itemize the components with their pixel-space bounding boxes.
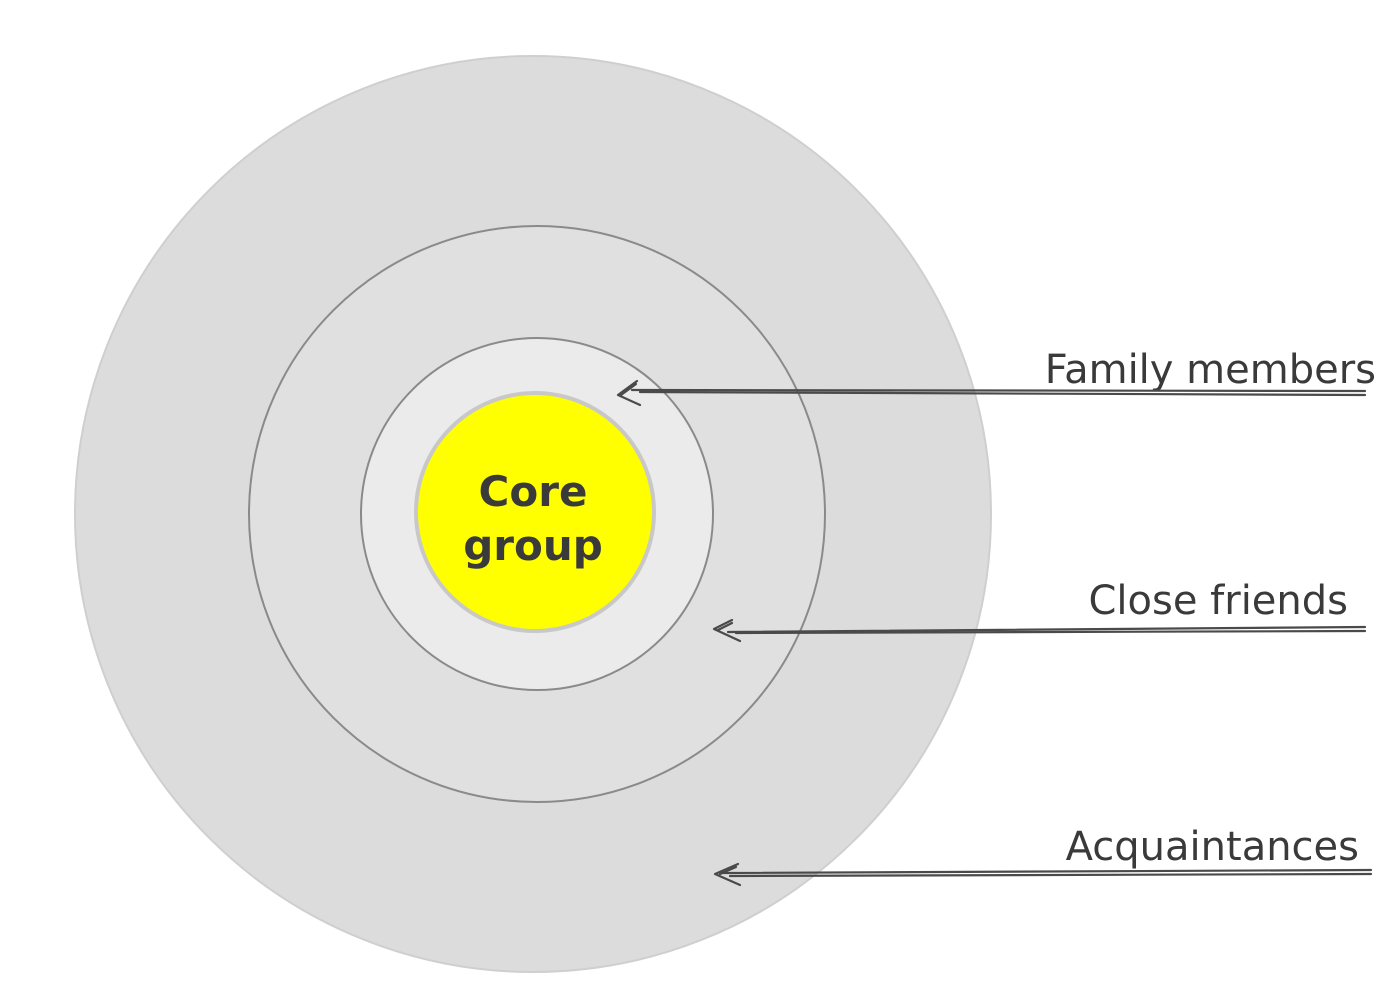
acquaintances-label: Acquaintances <box>1066 824 1359 870</box>
close-friends-arrow <box>712 618 1367 643</box>
family-members-label: Family members <box>1045 347 1376 393</box>
acquaintances-arrow <box>713 862 1373 887</box>
close-friends-label: Close friends <box>1088 578 1348 624</box>
family-members-arrow <box>616 379 1367 407</box>
core-group-label-line1: Core <box>479 467 588 516</box>
core-group-label-line2: group <box>463 521 603 570</box>
core-group-circle <box>414 391 656 633</box>
